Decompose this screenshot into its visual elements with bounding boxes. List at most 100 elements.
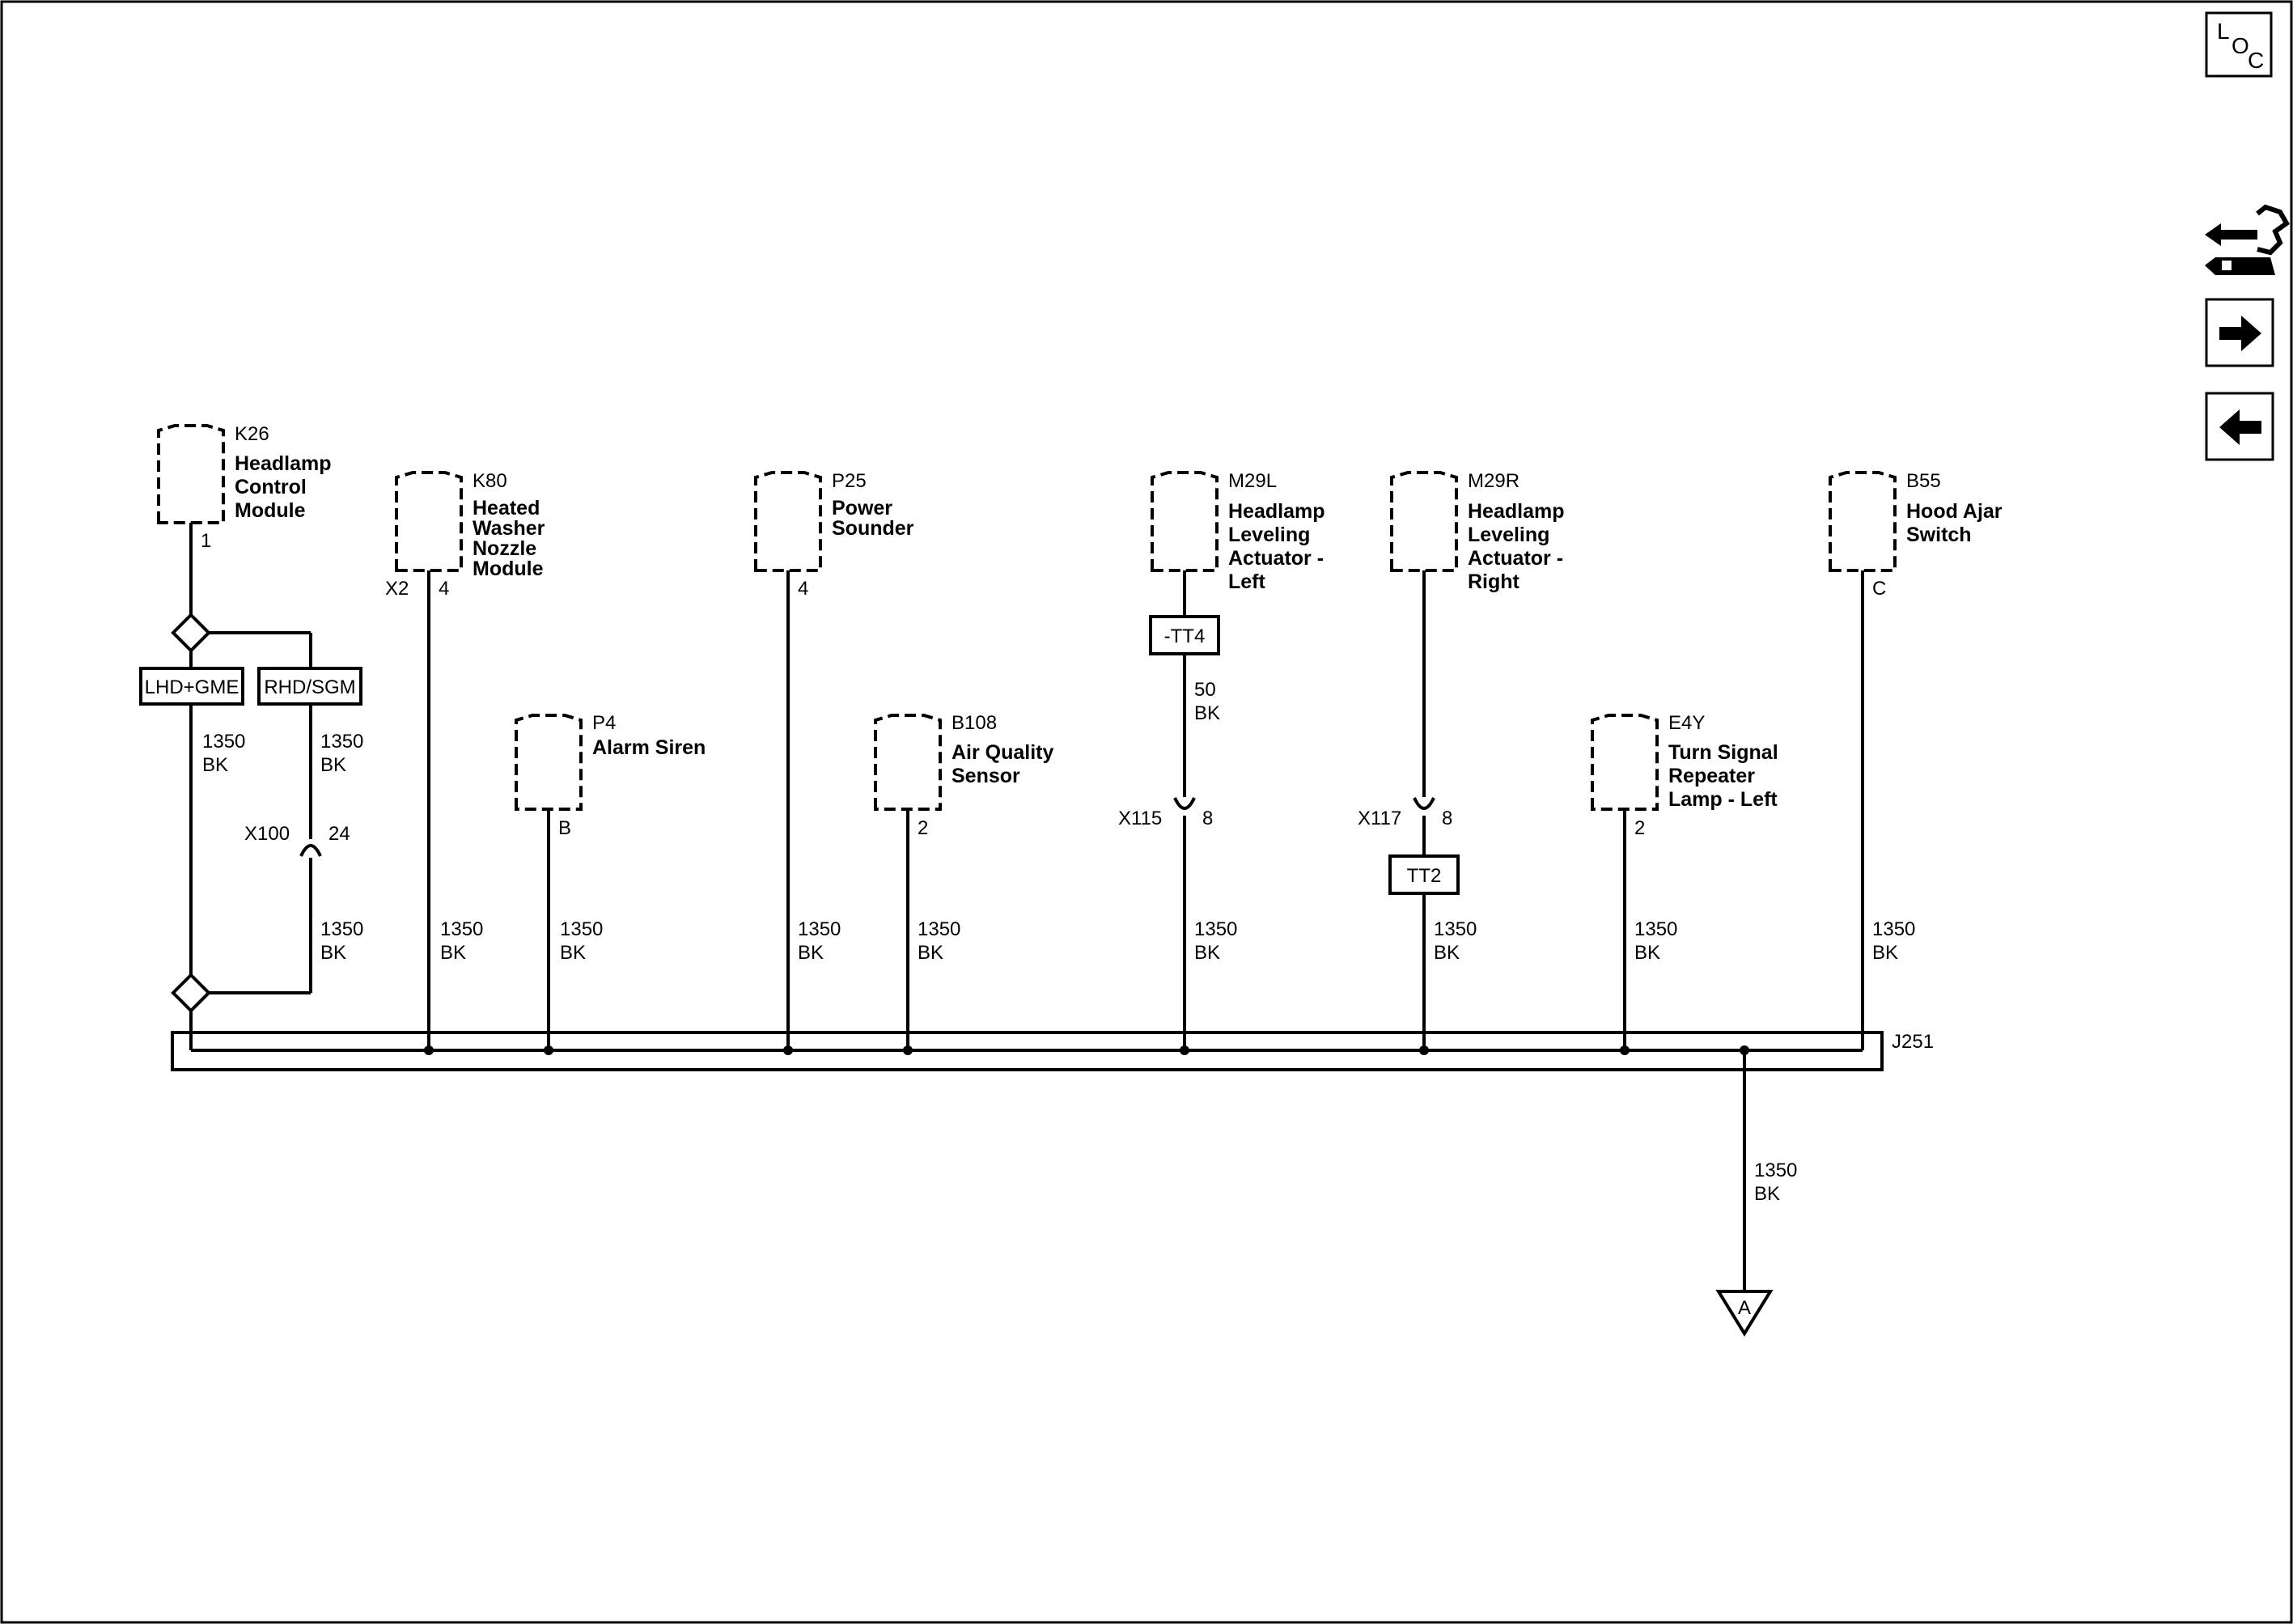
option-split-diamond-bottom: [171, 973, 211, 1013]
component-p25-pin: 4: [798, 578, 808, 600]
component-b55-id: B55: [1906, 470, 1941, 492]
wire-label-gauge: 1350: [320, 731, 363, 753]
wire-label-gauge: 50: [1194, 679, 1216, 701]
component-e4y-name-2: Repeater: [1668, 765, 1755, 787]
component-p25-id: P25: [832, 470, 867, 492]
component-b108-name-2: Sensor: [952, 765, 1020, 787]
loc-c: C: [2248, 48, 2264, 73]
terminal-m29r: TT2: [1388, 854, 1460, 895]
inline-x100-pin: 24: [328, 823, 350, 845]
inline-connector-x117-symbol: [1413, 797, 1435, 810]
wire-label-gauge: 1350: [202, 731, 245, 753]
wire-label-gauge: 1350: [1634, 918, 1677, 940]
component-b108-pin: 2: [918, 817, 928, 839]
inline-connector-x115-symbol: [1173, 797, 1196, 810]
inline-x100-id: X100: [244, 823, 290, 845]
wire-label-gauge: 1350: [798, 918, 841, 940]
wire-label-color: BK: [320, 754, 346, 776]
component-k80-name-3: Nozzle: [473, 537, 536, 560]
component-m29l-id: M29L: [1228, 470, 1277, 492]
wire-label-gauge: 1350: [1754, 1160, 1797, 1181]
wire-label-color: BK: [440, 942, 466, 964]
inline-connector-x100-symbol: [299, 844, 322, 857]
component-m29l-name-3: Actuator -: [1228, 547, 1324, 570]
wire-label-color: BK: [1754, 1183, 1780, 1205]
option-lhd-gme: LHD+GME: [139, 667, 244, 706]
component-e4y-pin: 2: [1634, 817, 1645, 839]
component-k80-box: [395, 471, 463, 572]
wire-label-color: BK: [1434, 942, 1460, 964]
wire-label-color: BK: [1872, 942, 1898, 964]
component-m29r-name-1: Headlamp: [1468, 500, 1564, 523]
previous-page-button[interactable]: [2205, 392, 2274, 461]
component-k26-box: [157, 424, 225, 524]
component-e4y-name-3: Lamp - Left: [1668, 788, 1778, 811]
component-m29l-name-1: Headlamp: [1228, 500, 1325, 523]
wires: [189, 523, 1864, 1291]
component-p4-pin: B: [558, 817, 571, 839]
wire-label-color: BK: [560, 942, 586, 964]
component-k80-name-2: Washer: [473, 517, 545, 540]
wire-label-color: BK: [798, 942, 824, 964]
component-p4-name-1: Alarm Siren: [592, 736, 706, 759]
wire-label-gauge: 1350: [918, 918, 960, 940]
component-b55-name-1: Hood Ajar: [1906, 500, 2003, 523]
component-p4-box: [515, 714, 583, 811]
loc-button[interactable]: L O C: [2205, 11, 2273, 78]
component-k26-name-3: Module: [235, 499, 306, 522]
component-p25-name-1: Power: [832, 497, 892, 519]
wire-label-color: BK: [1194, 702, 1220, 724]
component-m29l-box: [1151, 471, 1219, 572]
component-m29r-name-4: Right: [1468, 570, 1520, 593]
terminal-m29l: -TT4: [1149, 615, 1220, 655]
wire-label-gauge: 1350: [560, 918, 603, 940]
terminal-m29r-label: TT2: [1407, 865, 1442, 887]
component-b55-name-2: Switch: [1906, 524, 1972, 546]
wire-label-color: BK: [918, 942, 943, 964]
component-p25-name-2: Sounder: [832, 517, 914, 540]
component-k80-id: K80: [473, 470, 507, 492]
wire-label-gauge: 1350: [1872, 918, 1915, 940]
component-k26-name-2: Control: [235, 476, 307, 498]
component-k26-pin: 1: [201, 530, 211, 552]
wire-label-color: BK: [202, 754, 228, 776]
wire-labels: 1350 BK 1350 BK 1350 BK 1350 BK 1350 BK …: [202, 679, 1915, 1205]
component-b55-box: [1829, 471, 1897, 572]
arrow-left-icon: [2219, 409, 2261, 445]
component-b55-pin: C: [1872, 578, 1886, 600]
wire-label-gauge: 1350: [440, 918, 483, 940]
component-e4y-id: E4Y: [1668, 712, 1705, 734]
component-m29r-name-3: Actuator -: [1468, 547, 1563, 570]
component-m29l-name-2: Leveling: [1228, 524, 1310, 546]
connector-icon: [2205, 204, 2290, 275]
component-k80-name-1: Heated: [473, 497, 540, 519]
component-k80-name-4: Module: [473, 558, 544, 580]
component-m29l-name-4: Left: [1228, 570, 1266, 593]
component-k26-name-1: Headlamp: [235, 452, 331, 475]
inline-x117-id: X117: [1358, 808, 1401, 829]
connector-view-button[interactable]: [2205, 204, 2290, 275]
component-b108-box: [874, 714, 942, 811]
terminal-m29l-label: -TT4: [1164, 625, 1206, 647]
component-m29r-id: M29R: [1468, 470, 1519, 492]
next-page-button[interactable]: [2205, 298, 2274, 367]
inline-x115-id: X115: [1118, 808, 1162, 829]
wire-label-color: BK: [320, 942, 346, 964]
option-split-diamond-top: [171, 613, 211, 653]
splice-pack-j251: [171, 1031, 1884, 1071]
component-k80-pin: 4: [439, 578, 449, 600]
component-k26-id: K26: [235, 423, 269, 445]
ground-a-label: A: [1738, 1297, 1751, 1319]
option-rhd-sgm-label: RHD/SGM: [264, 676, 355, 698]
component-p4-id: P4: [592, 712, 616, 734]
wire-label-color: BK: [1194, 942, 1220, 964]
option-rhd-sgm: RHD/SGM: [257, 667, 362, 706]
option-lhd-gme-label: LHD+GME: [145, 676, 239, 698]
component-m29r-box: [1390, 471, 1458, 572]
loc-o: O: [2232, 33, 2249, 58]
inline-x117-pin: 8: [1442, 808, 1452, 829]
component-e4y-box: [1591, 714, 1659, 811]
ground-a: A: [1715, 1290, 1774, 1337]
loc-l: L: [2217, 19, 2230, 44]
